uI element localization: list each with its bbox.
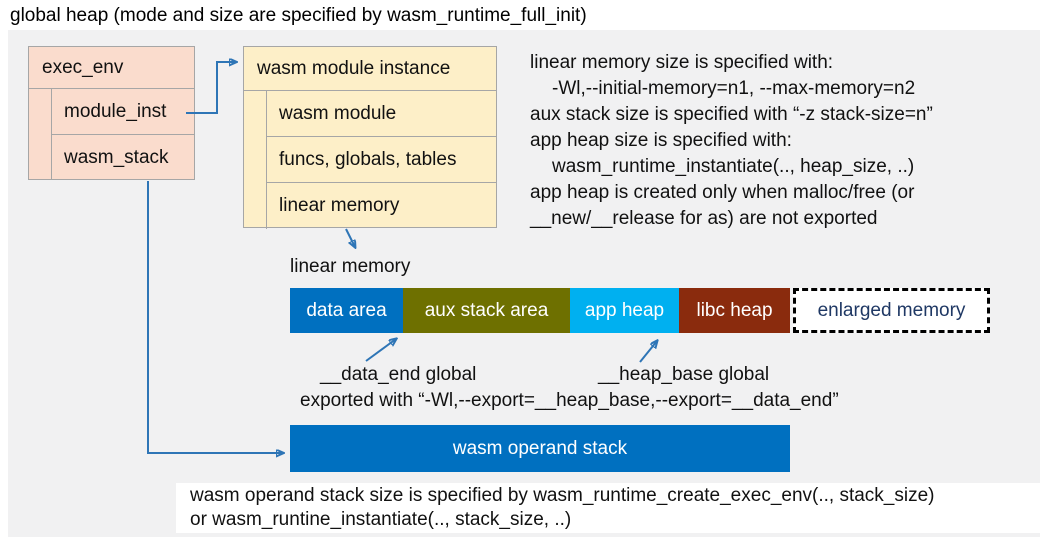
diagram-title: global heap (mode and size are specified…	[10, 5, 587, 26]
note-line: wasm_runtime_instantiate(.., heap_size, …	[552, 156, 915, 177]
note-line: app heap size is specified with:	[530, 130, 792, 151]
operand-stack-footnote: wasm operand stack size is specified by …	[190, 484, 935, 532]
module-instance-box: wasm module instance wasm module funcs, …	[243, 46, 497, 229]
exported-with-label: exported with “-Wl,--export=__heap_base,…	[300, 390, 839, 411]
wasm-operand-stack-bar: wasm operand stack	[290, 425, 790, 472]
segment-app-heap: app heap	[570, 288, 679, 333]
footer-background	[176, 483, 1040, 533]
segment-data-area: data area	[290, 288, 403, 333]
segment-libc-heap: libc heap	[679, 288, 790, 333]
exec-env-row-module-inst: module_inst	[51, 89, 194, 135]
module-instance-header: wasm module instance	[244, 47, 496, 91]
linear-memory-label: linear memory	[290, 256, 411, 277]
note-line: linear memory size is specified with:	[530, 52, 834, 73]
segment-aux-stack-area: aux stack area	[403, 288, 570, 333]
linear-memory-bar: data area aux stack area app heap libc h…	[290, 288, 990, 333]
note-line: app heap is created only when malloc/fre…	[530, 182, 915, 203]
exec-env-row-wasm-stack: wasm_stack	[51, 135, 194, 180]
note-line: -Wl,--initial-memory=n1, --max-memory=n2	[552, 78, 916, 99]
module-instance-row-linear-memory: linear memory	[266, 183, 496, 229]
exec-env-header: exec_env	[29, 47, 194, 89]
module-instance-row-funcs-globals-tables: funcs, globals, tables	[266, 137, 496, 183]
memory-size-notes: linear memory size is specified with: -W…	[530, 50, 1042, 232]
data-end-global-label: __data_end global	[320, 364, 477, 385]
module-instance-row-wasm-module: wasm module	[266, 91, 496, 137]
footnote-line: or wasm_runtine_instantiate(.., stack_si…	[190, 509, 572, 530]
exec-env-box: exec_env module_inst wasm_stack	[28, 46, 195, 180]
footnote-line: wasm operand stack size is specified by …	[190, 485, 935, 506]
segment-enlarged-memory: enlarged memory	[793, 288, 990, 333]
heap-base-global-label: __heap_base global	[598, 364, 770, 385]
note-line: __new/__release for as) are not exported	[530, 208, 878, 229]
note-line: aux stack size is specified with “-z sta…	[530, 104, 933, 125]
